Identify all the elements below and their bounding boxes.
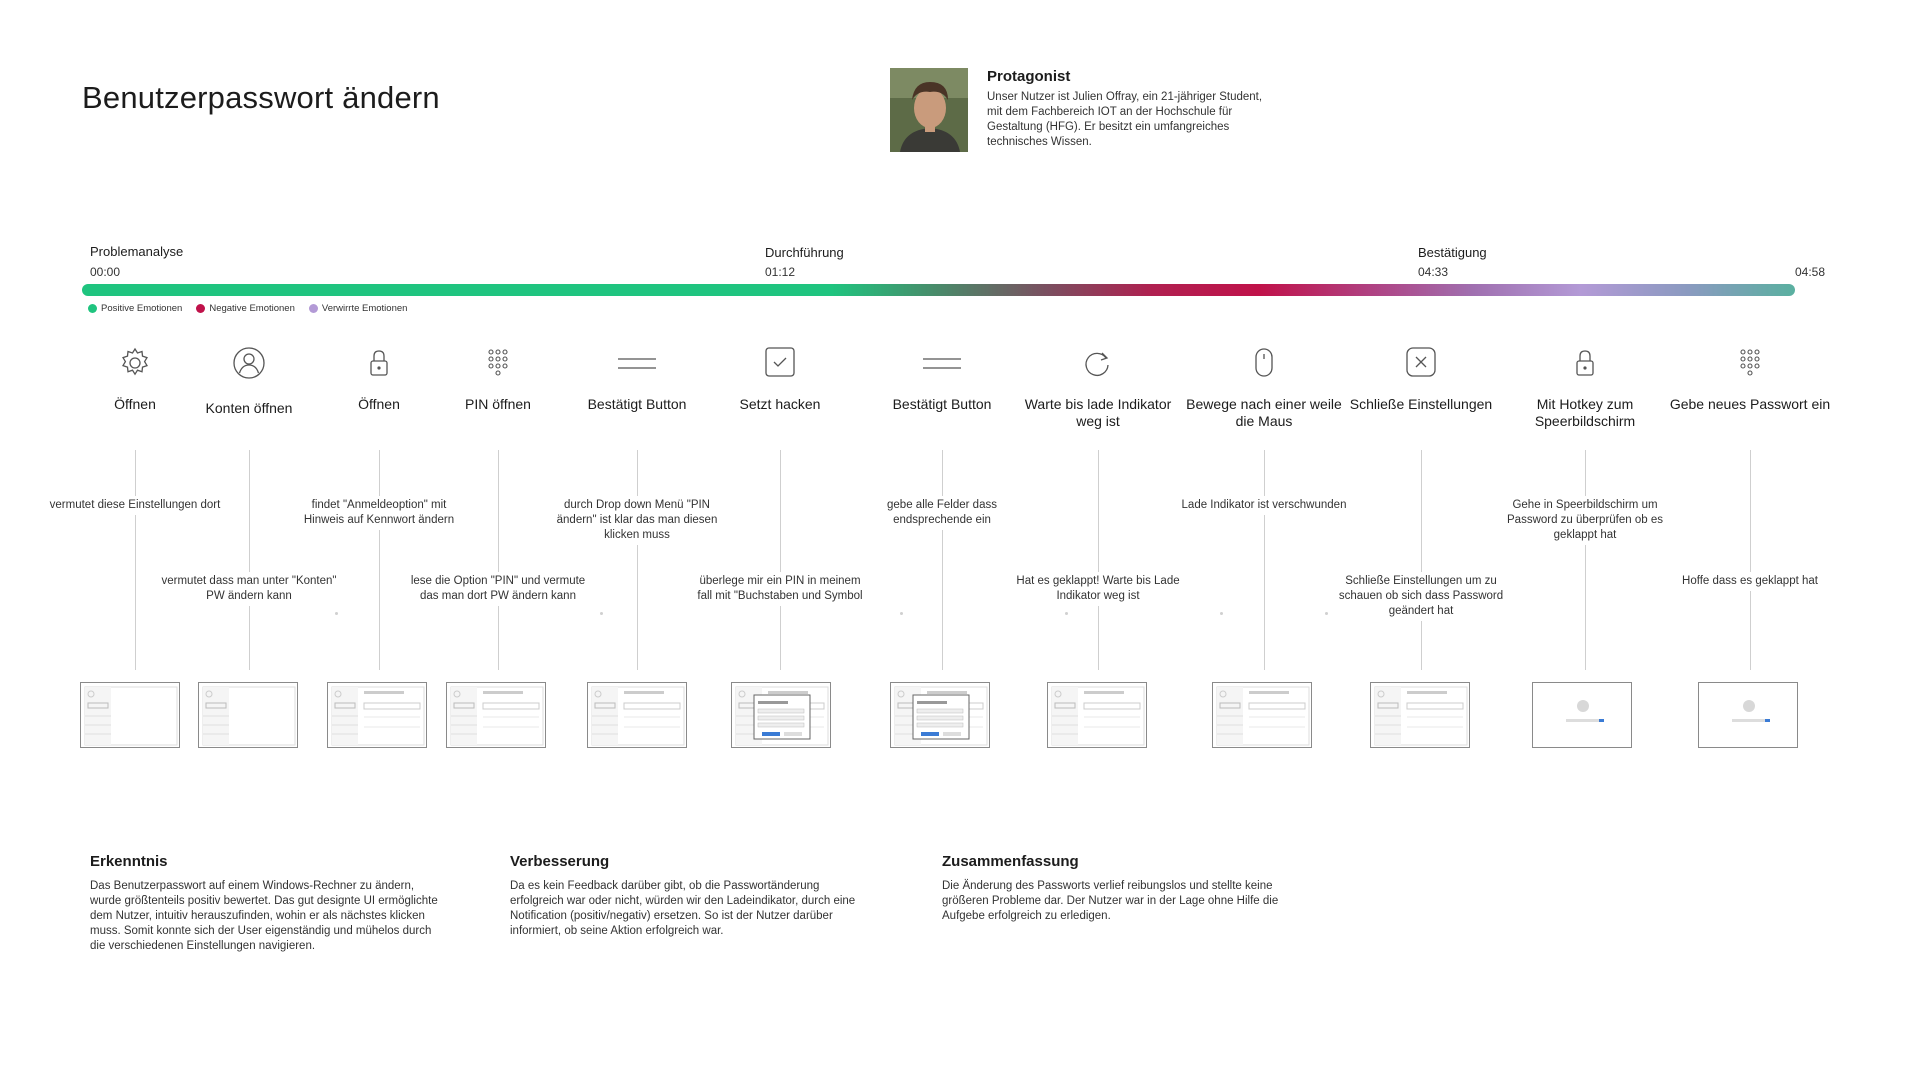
step-note: vermutet dass man unter "Konten" PW ände… [161,572,337,606]
step-label: Warte bis lade Indikator weg ist [1024,396,1172,429]
step-label: Öffnen [114,396,156,412]
step-label: Bewege nach einer weile die Maus [1186,396,1342,429]
phase-time: 01:12 [765,265,796,279]
step-connector-line [1098,450,1099,670]
user-icon [230,344,268,382]
protagonist-heading: Protagonist [987,68,1071,85]
step-screenshot-thumbnail [1370,682,1470,748]
mouse-icon [1245,344,1283,382]
step-note: vermutet diese Einstellungen dort [47,496,223,515]
summary-heading: Zusammenfassung [942,853,1079,870]
emotion-timeline-bar [82,284,1795,296]
insight-heading: Erkenntnis [90,853,168,870]
step-label: PIN öffnen [465,396,531,412]
step-screenshot-thumbnail [1212,682,1312,748]
step-connector-line [1585,450,1586,670]
step-screenshot-thumbnail [80,682,180,748]
step-note: Hoffe dass es geklappt hat [1662,572,1838,591]
separator-dot [1220,612,1223,615]
step-connector-line [1264,450,1265,670]
step-screenshot-thumbnail [327,682,427,748]
step-screenshot-thumbnail [446,682,546,748]
step-label: Öffnen [358,396,400,412]
step-screenshot-thumbnail [1532,682,1632,748]
step-note: überlege mir ein PIN in meinem fall mit … [692,572,868,606]
protagonist-description: Unser Nutzer ist Julien Offray, ein 21-j… [987,91,1263,148]
separator-dot [1065,612,1068,615]
button-icon [618,344,656,382]
step-note: durch Drop down Menü "PIN ändern" ist kl… [549,496,725,545]
keypad-icon [1731,344,1769,382]
step-label: Bestätigt Button [587,396,687,412]
improvement-text: Da es kein Feedback darüber gibt, ob die… [510,880,856,937]
gear-icon [116,344,154,382]
legend-label: Negative Emotionen [209,303,295,314]
separator-dot [1325,612,1328,615]
step-label: Gebe neues Passwort ein [1669,396,1831,412]
legend-item: Verwirrte Emotionen [308,303,408,314]
step-connector-line [1750,450,1751,670]
phase-name: Bestätigung [1418,245,1487,260]
step-connector-line [942,450,943,670]
step-screenshot-thumbnail [731,682,831,748]
step-connector-line [637,450,638,670]
step-screenshot-thumbnail [1698,682,1798,748]
end-time: 04:58 [1795,265,1826,279]
page-title: Benutzerpasswort ändern [82,80,440,115]
close-box-icon [1402,344,1440,382]
step-note: lese die Option "PIN" und vermute das ma… [410,572,586,606]
insight-text: Das Benutzerpasswort auf einem Windows-R… [90,880,438,952]
phase-name: Problemanalyse [90,244,184,259]
step-note: Schließe Einstellungen um zu schauen ob … [1333,572,1509,621]
step-screenshot-thumbnail [587,682,687,748]
legend-swatch [196,304,206,313]
step-note: Hat es geklappt! Warte bis Lade Indikato… [1010,572,1186,606]
step-connector-line [379,450,380,670]
step-screenshot-thumbnail [1047,682,1147,748]
button-icon [923,344,961,382]
step-connector-line [249,450,250,670]
step-connector-line [780,450,781,670]
step-label: Setzt hacken [739,396,821,412]
separator-dot [335,612,338,615]
legend-item: Positive Emotionen [88,303,182,314]
step-connector-line [135,450,136,670]
step-note: Lade Indikator ist verschwunden [1176,496,1352,515]
lock-icon [1566,344,1604,382]
legend-label: Positive Emotionen [101,303,183,314]
lock-icon [360,344,398,382]
step-connector-line [498,450,499,670]
phase-time: 04:33 [1418,265,1449,279]
legend-item: Negative Emotionen [196,303,295,314]
phase-time: 00:00 [90,265,121,279]
separator-dot [900,612,903,615]
step-label: Mit Hotkey zum Speerbildschirm [1534,396,1636,429]
checkbox-icon [761,344,799,382]
step-screenshot-thumbnail [890,682,990,748]
legend-label: Verwirrte Emotionen [321,303,408,314]
summary-text: Die Änderung des Passworts verlief reibu… [942,880,1279,922]
emotion-legend: Positive Emotionen Negative Emotionen Ve… [88,303,407,314]
step-label: Schließe Einstellungen [1349,396,1493,412]
legend-swatch [88,304,97,313]
step-screenshot-thumbnail [198,682,298,748]
step-note: Gehe in Speerbildschirm um Password zu ü… [1497,496,1673,545]
keypad-icon [479,344,517,382]
step-label: Bestätigt Button [892,396,992,412]
step-note: gebe alle Felder dass endsprechende ein [854,496,1030,530]
step-connector-line [1421,450,1422,670]
phase-name: Durchführung [765,245,844,260]
step-label: Konten öffnen [205,400,293,416]
improvement-heading: Verbesserung [510,853,610,870]
reload-icon [1079,344,1117,382]
legend-swatch [308,304,318,313]
separator-dot [600,612,603,615]
protagonist-photo [890,68,968,152]
step-note: findet "Anmeldeoption" mit Hinweis auf K… [291,496,467,530]
